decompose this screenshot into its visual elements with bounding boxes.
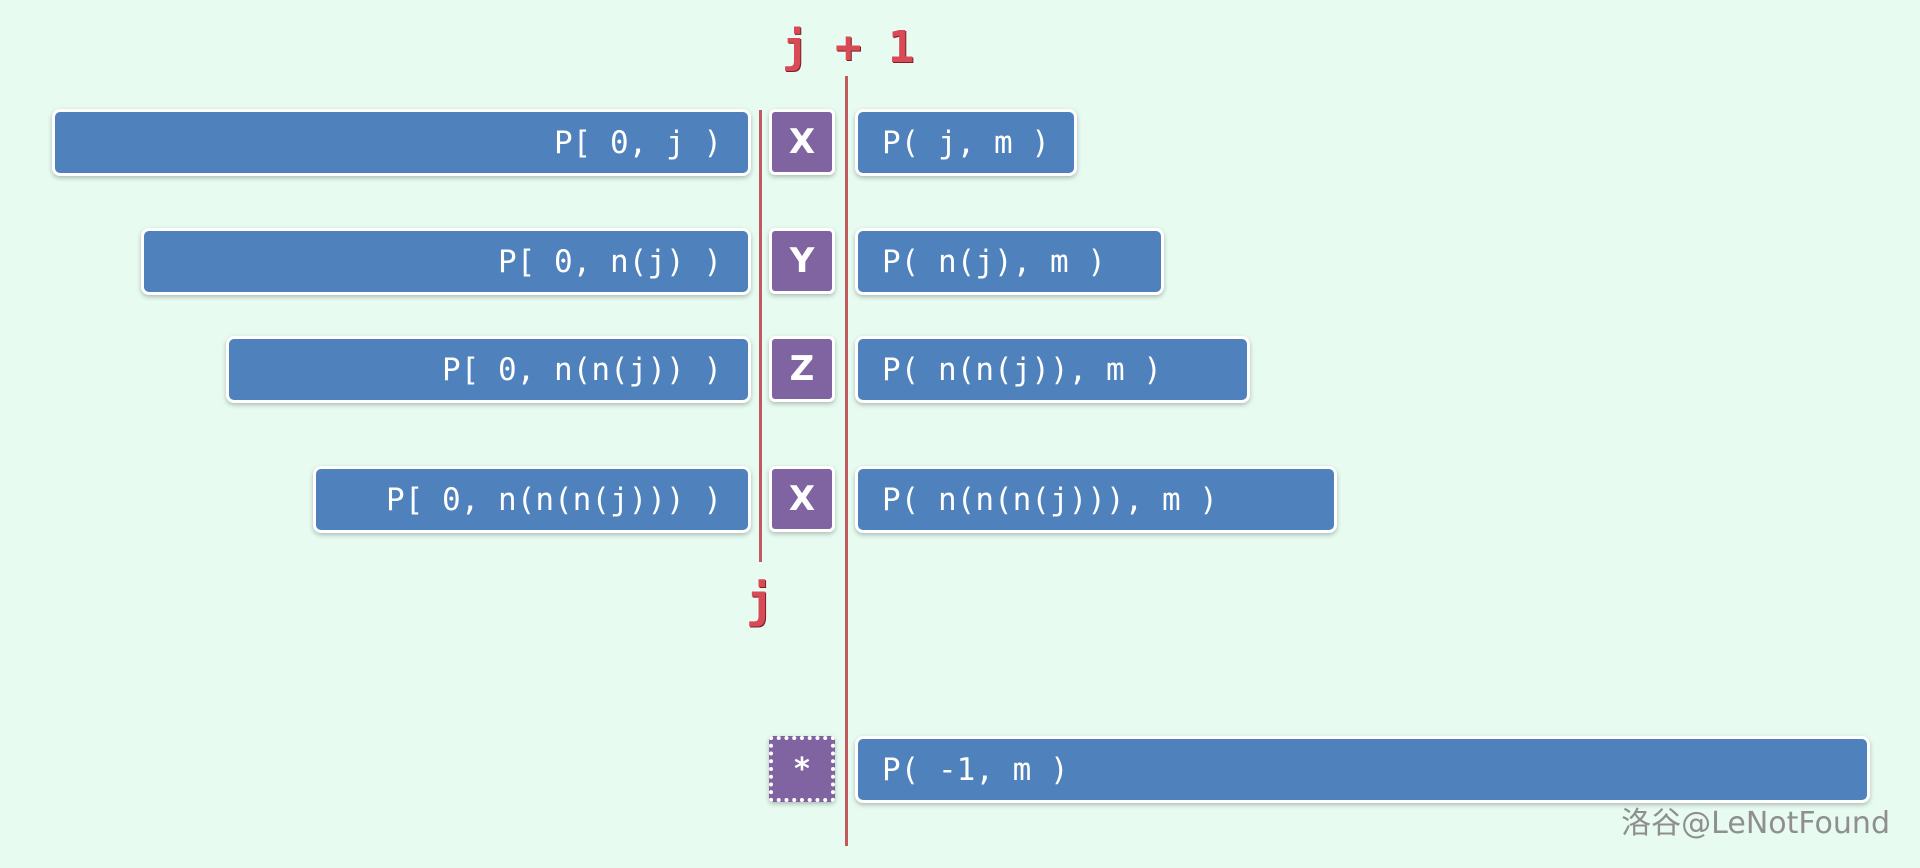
- symbol-box: X: [769, 466, 835, 532]
- label-j: j: [746, 574, 774, 628]
- prefix-bar: P[ 0, j ): [52, 109, 751, 176]
- divider-j-plus-1: [845, 76, 848, 846]
- divider-j: [759, 110, 762, 562]
- label-j-plus-1: j + 1: [782, 22, 915, 73]
- suffix-bar: P( n(j), m ): [855, 228, 1164, 295]
- prefix-bar: P[ 0, n(n(j)) ): [226, 336, 751, 403]
- symbol-box: Y: [769, 228, 835, 294]
- suffix-bar: P( j, m ): [855, 109, 1077, 176]
- symbol-box: X: [769, 109, 835, 175]
- prefix-bar: P[ 0, n(n(n(j))) ): [313, 466, 751, 533]
- sentinel-symbol-box: *: [769, 736, 835, 802]
- suffix-bar: P( n(n(n(j))), m ): [855, 466, 1337, 533]
- suffix-bar: P( n(n(j)), m ): [855, 336, 1250, 403]
- prefix-bar: P[ 0, n(j) ): [141, 228, 751, 295]
- sentinel-suffix-bar: P( -1, m ): [855, 736, 1870, 803]
- symbol-box: Z: [769, 336, 835, 402]
- watermark: 洛谷@LeNotFound: [1621, 806, 1890, 841]
